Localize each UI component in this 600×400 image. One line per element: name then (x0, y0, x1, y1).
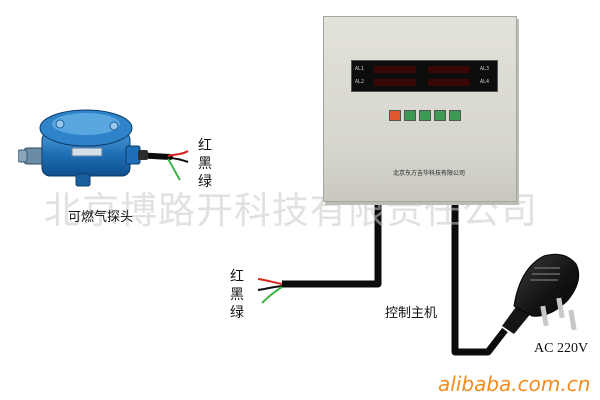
power-cable (451, 200, 508, 356)
display-tag-al1: AL1 (355, 66, 365, 72)
display-segment (428, 79, 470, 86)
detector-caption: 可燃气探头 (68, 210, 134, 225)
controller-wire-black (257, 285, 283, 291)
detector-wire-black (167, 157, 189, 163)
wire-label-black: 黑 (230, 287, 244, 303)
site-logo[interactable]: alibaba.com.cn (438, 372, 591, 396)
controller-sensor-cable (282, 200, 382, 288)
panel-button-red[interactable] (389, 110, 401, 121)
wire-label-red: 红 (230, 269, 244, 285)
wire-label-black: 黑 (198, 156, 212, 172)
display-segment (428, 66, 470, 73)
panel-button-green[interactable] (449, 110, 461, 121)
wire-label-green: 绿 (230, 305, 244, 321)
gas-detector-image (18, 109, 148, 187)
wire-label-green: 绿 (198, 174, 212, 190)
power-plug-image (502, 253, 580, 334)
panel-button-green[interactable] (404, 110, 416, 121)
controller-wire-labels: 红 黑 绿 (230, 268, 244, 322)
controller-cabinet (323, 16, 517, 202)
controller-wire-red (257, 278, 283, 285)
display-tag-al2: AL2 (355, 79, 365, 85)
controller-display: AL1 AL2 AL3 AL4 (351, 60, 498, 92)
maker-label: 北京东方吉华科技有限公司 (393, 170, 466, 177)
display-segment (374, 79, 416, 86)
controller-caption: 控制主机 (385, 306, 438, 321)
panel-button-green[interactable] (434, 110, 446, 121)
voltage-caption: AC 220V (534, 341, 589, 356)
display-tag-al4: AL4 (480, 79, 490, 85)
display-tag-al3: AL3 (480, 66, 490, 72)
panel-button-green[interactable] (419, 110, 431, 121)
wire-label-red: 红 (198, 138, 212, 154)
detector-wire-green (167, 158, 181, 181)
detector-wire-red (167, 150, 189, 157)
detector-wire-labels: 红 黑 绿 (198, 137, 212, 191)
controller-wire-green (261, 286, 283, 304)
display-segment (374, 66, 416, 73)
